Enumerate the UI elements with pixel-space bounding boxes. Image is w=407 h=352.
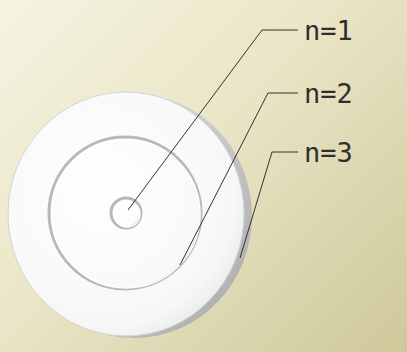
- orbit-ring: [111, 198, 141, 228]
- leader-line: [180, 93, 298, 265]
- disk-face: [8, 92, 244, 336]
- orbit-label: n=2: [304, 80, 353, 107]
- leader-line: [240, 152, 298, 258]
- leader-line: [128, 30, 298, 210]
- orbit-label: n=1: [304, 17, 353, 44]
- orbit-ring-highlight: [52, 140, 200, 288]
- orbit-ring: [49, 137, 201, 289]
- orbit-ring-highlight: [114, 201, 140, 227]
- orbit-label: n=3: [304, 139, 353, 166]
